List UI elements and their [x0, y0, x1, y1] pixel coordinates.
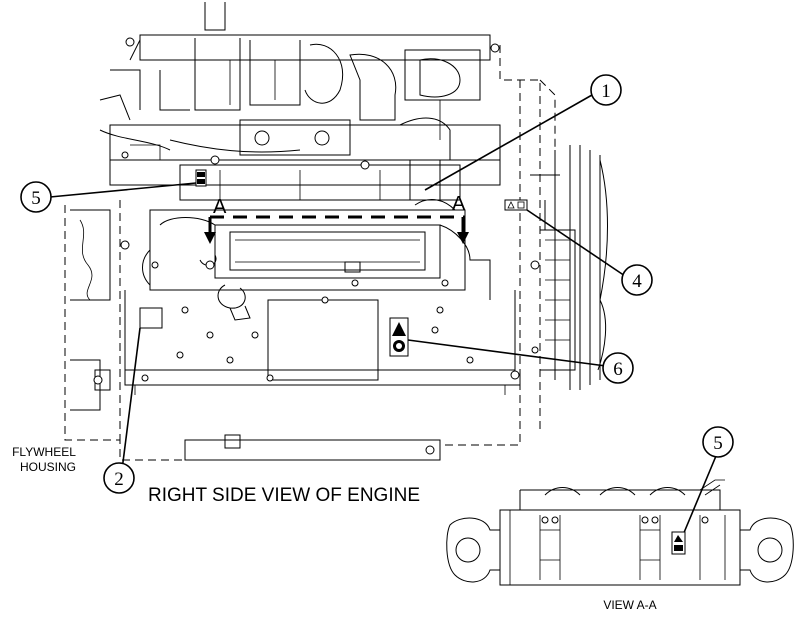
callout-5-view-number: 5	[713, 433, 723, 454]
decal-4	[504, 199, 528, 211]
callout-5-view: 5	[702, 426, 734, 458]
engine-side-view: A A	[64, 2, 608, 461]
callout-6: 6	[602, 352, 634, 384]
decal-5-main	[195, 169, 207, 187]
callout-5-main-number: 5	[31, 188, 41, 209]
callout-4-number: 4	[632, 271, 642, 292]
flywheel-housing-label-line2: HOUSING	[20, 460, 76, 474]
section-mark-right: A	[452, 193, 466, 215]
callout-1-number: 1	[601, 81, 611, 102]
callout-leaders	[49, 94, 717, 536]
decal-2	[139, 307, 163, 329]
engine-bolts	[93, 37, 540, 455]
flywheel-housing-label-line1: FLYWHEEL	[12, 445, 76, 459]
callout-4: 4	[621, 264, 653, 296]
decal-6	[389, 317, 409, 357]
section-view-title: VIEW A-A	[603, 598, 656, 612]
section-view-a-a	[446, 479, 794, 586]
callout-1: 1	[590, 74, 622, 106]
main-view-title: RIGHT SIDE VIEW OF ENGINE	[148, 485, 420, 506]
callout-6-number: 6	[613, 359, 623, 380]
section-mark-left: A	[213, 196, 227, 218]
callout-2-number: 2	[114, 469, 124, 490]
callout-5-main: 5	[20, 181, 52, 213]
callout-2: 2	[103, 462, 135, 494]
decal-5-view	[671, 531, 686, 555]
